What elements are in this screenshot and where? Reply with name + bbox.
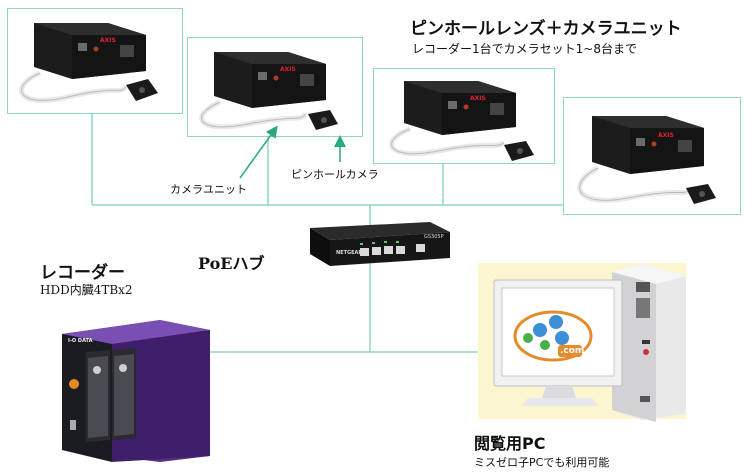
camera-unit-arrow (239, 125, 278, 179)
camera-set-illustration (577, 116, 716, 204)
pc-logo-text: .com (560, 346, 585, 356)
camera-brand-label: AXIS (658, 132, 674, 139)
camera-set-illustration (389, 81, 534, 161)
recorder-subtitle: HDD内臓4TBx2 (40, 283, 133, 297)
camera-set-frame-3: AXIS (373, 68, 555, 164)
recorder-brand: I-O DATA (68, 338, 93, 344)
camera-set-illustration (19, 23, 158, 103)
pc-subtitle: ミスゼロ子PCでも利用可能 (474, 456, 610, 469)
camera-unit-label: カメラユニット (170, 183, 247, 196)
poe-switch-brand: NETGEAR (336, 250, 363, 256)
camera-brand-label: AXIS (280, 66, 296, 73)
poe-hub-title: PoEハブ (198, 254, 265, 273)
pinhole-camera-label: ピンホールカメラ (291, 168, 379, 181)
camera-set-frame-4: AXIS (563, 97, 741, 215)
camera-set-illustration (199, 52, 338, 130)
pc-title: 閲覧用PC (474, 434, 546, 453)
camera-brand-label: AXIS (470, 95, 486, 102)
recorder-title: レコーダー (40, 263, 125, 283)
camera-brand-label: AXIS (100, 37, 116, 44)
product-title: ピンホールレンズ＋カメラユニット (410, 19, 682, 39)
camera-set-frame-2: AXIS (187, 37, 363, 137)
poe-switch-model: GS305P (424, 234, 444, 240)
product-subtitle: レコーダー1台でカメラセット1~8台まで (412, 42, 637, 56)
camera-set-frame-1: AXIS (7, 8, 183, 114)
